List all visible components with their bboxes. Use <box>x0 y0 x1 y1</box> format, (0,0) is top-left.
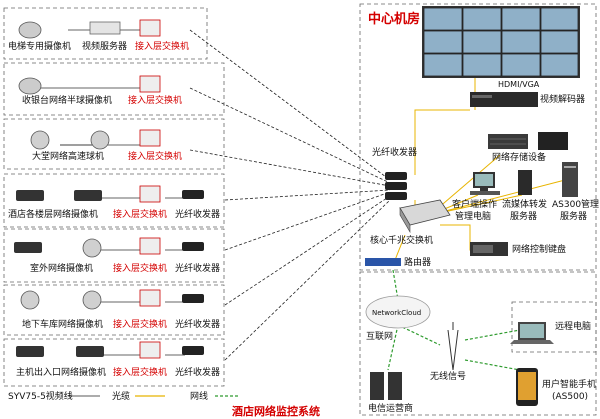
remote-laptop <box>510 322 554 344</box>
zone4-camera-1 <box>16 190 44 201</box>
video-link-lines <box>189 29 391 361</box>
zone6-switch-label: 接入层交换机 <box>113 320 168 330</box>
wireless-label: 无线信号 <box>430 372 467 382</box>
zone5-transceiver <box>182 242 204 251</box>
bottom-section-frame <box>359 271 597 416</box>
zone7-camera-label: 主机出入口网络摄像机 <box>16 368 107 378</box>
core-switch-label: 核心千兆交换机 <box>370 236 434 246</box>
zone2-access-switch <box>139 75 161 93</box>
zone2-camera-1 <box>18 77 42 95</box>
zone2-camera-label: 收银台网络半球摄像机 <box>22 96 113 106</box>
zone6-camera-label: 地下车库网络摄像机 <box>22 320 104 330</box>
router-device <box>365 258 401 266</box>
zone-links <box>40 29 185 356</box>
zone6-camera-1 <box>20 290 40 310</box>
zone7-switch-label: 接入层交换机 <box>113 368 168 378</box>
zone3-camera-2 <box>90 130 110 150</box>
zone5-camera-2 <box>82 238 102 258</box>
network-keyboard <box>470 242 508 256</box>
smart-phone <box>516 368 538 406</box>
zone4-camera-2 <box>74 190 102 201</box>
cloud-text: NetworkCloud <box>372 309 422 317</box>
zone1-camera-1 <box>18 21 42 39</box>
zone-frame-2 <box>3 62 225 116</box>
zone3-camera-1 <box>30 130 50 150</box>
client-label-1: 客户端操作 <box>452 200 498 210</box>
legend-video-label: SYV75-5视频线 <box>8 392 73 402</box>
zone4-access-switch <box>139 185 161 203</box>
zone6-camera-2 <box>82 290 102 310</box>
zone4-camera-label: 酒店各楼层网络摄像机 <box>8 210 99 220</box>
zone3-access-switch <box>139 129 161 147</box>
remote-pc-label: 远程电脑 <box>555 322 592 332</box>
system-title: 酒店网络监控系统 <box>232 405 320 418</box>
zone-equipment <box>14 19 204 359</box>
zone7-camera-1 <box>16 346 44 357</box>
legend-fiber-label: 光缆 <box>112 392 131 402</box>
internet-label: 互联网 <box>366 332 394 342</box>
zone4-switch-label: 接入层交换机 <box>113 210 168 220</box>
fiber-transceiver-label: 光纤收发器 <box>372 148 418 158</box>
network-cloud <box>365 295 431 329</box>
as300-label-1: AS300管理 <box>552 200 600 210</box>
decoder-label: 视频解码器 <box>540 95 586 105</box>
hdmi-label: HDMI/VGA <box>498 80 540 89</box>
zone6-transceiver-label: 光纤收发器 <box>175 320 221 330</box>
storage-label: 网络存储设备 <box>492 153 547 163</box>
center-room-title: 中心机房 <box>368 12 421 27</box>
as300-server <box>562 162 578 197</box>
zone-frame-1 <box>3 7 208 60</box>
zone7-camera-2 <box>76 346 104 357</box>
media-server <box>518 170 532 195</box>
zone5-transceiver-label: 光纤收发器 <box>175 264 221 274</box>
storage-device <box>488 132 568 150</box>
client-label-2: 管理电脑 <box>455 212 492 222</box>
zone5-access-switch <box>139 237 161 255</box>
zone1-access-switch <box>139 19 161 37</box>
zone-frame-3 <box>3 118 225 170</box>
zone5-camera-1 <box>14 242 42 253</box>
video-decoder <box>470 92 538 107</box>
zone1-camera-label: 电梯专用摄像机 <box>8 42 72 52</box>
video-wall <box>422 6 580 78</box>
center-room-frame <box>359 3 597 271</box>
zone4-transceiver <box>182 190 204 199</box>
zone3-camera-label: 大堂网络高速球机 <box>32 152 105 162</box>
remote-pc-frame <box>511 301 597 353</box>
carrier-servers <box>370 372 402 400</box>
phone-label-2: (AS500) <box>552 392 589 402</box>
zone7-transceiver-label: 光纤收发器 <box>175 368 221 378</box>
zone5-switch-label: 接入层交换机 <box>113 264 168 274</box>
zone1-switch-label: 接入层交换机 <box>135 42 190 52</box>
zone7-transceiver <box>182 346 204 355</box>
zone2-switch-label: 接入层交换机 <box>128 96 183 106</box>
zone-frame-4 <box>3 173 225 228</box>
zone-frames <box>3 3 597 416</box>
as300-label-2: 服务器 <box>560 212 588 222</box>
zone-frame-5 <box>3 228 225 283</box>
carrier-label: 电信运营商 <box>368 404 414 414</box>
core-switch <box>399 199 451 234</box>
legend-network-label: 网线 <box>190 392 209 402</box>
zone5-camera-label: 室外网络摄像机 <box>30 264 94 274</box>
network-lines <box>387 269 521 371</box>
media-label-2: 服务器 <box>510 212 538 222</box>
phone-label-1: 用户智能手机 <box>542 380 597 390</box>
zone7-access-switch <box>139 341 161 359</box>
zone6-transceiver <box>182 294 204 303</box>
media-label-1: 流媒体转发 <box>502 200 548 210</box>
router-label: 路由器 <box>404 258 432 268</box>
zone1-device-label: 视频服务器 <box>82 42 128 52</box>
zone6-access-switch <box>139 289 161 307</box>
zone-frame-6 <box>3 284 225 336</box>
zone4-transceiver-label: 光纤收发器 <box>175 210 221 220</box>
client-pc <box>470 172 500 195</box>
zone3-switch-label: 接入层交换机 <box>128 152 183 162</box>
keyboard-label: 网络控制键盘 <box>512 245 567 255</box>
antenna-tower <box>447 322 459 371</box>
center-transceivers <box>385 172 407 200</box>
zone1-video-server <box>89 21 121 35</box>
